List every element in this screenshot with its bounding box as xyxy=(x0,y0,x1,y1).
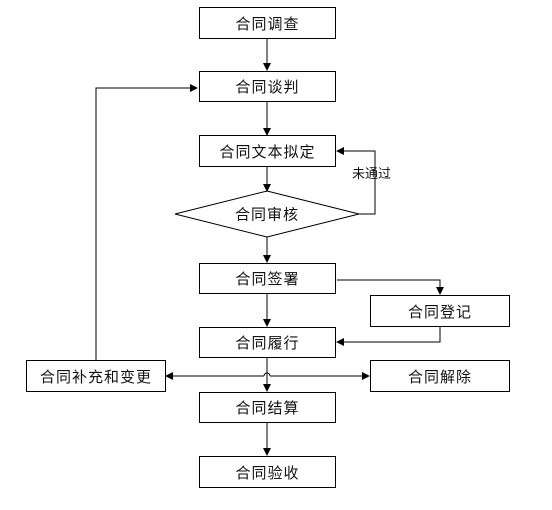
node-survey: 合同调查 xyxy=(199,7,336,39)
node-settlement: 合同结算 xyxy=(199,392,336,423)
node-drafting: 合同文本拟定 xyxy=(199,135,336,167)
arrow-registration-to-performance xyxy=(336,327,441,346)
node-performance: 合同履行 xyxy=(199,327,336,358)
line-hop xyxy=(263,372,271,377)
node-termination: 合同解除 xyxy=(370,360,510,392)
node-registration: 合同登记 xyxy=(370,295,510,327)
arrow-signing-to-registration xyxy=(337,279,444,295)
arrow-supplement-to-negotiation xyxy=(95,84,198,360)
node-review-label: 合同审核 xyxy=(234,205,300,224)
edge-label-rejected: 未通过 xyxy=(352,167,392,182)
node-acceptance: 合同验收 xyxy=(199,456,336,488)
node-negotiation: 合同谈判 xyxy=(199,71,336,102)
node-signing: 合同签署 xyxy=(199,263,336,294)
node-supplement: 合同补充和变更 xyxy=(26,360,166,392)
arrow-review-rejected-loop xyxy=(336,147,376,215)
